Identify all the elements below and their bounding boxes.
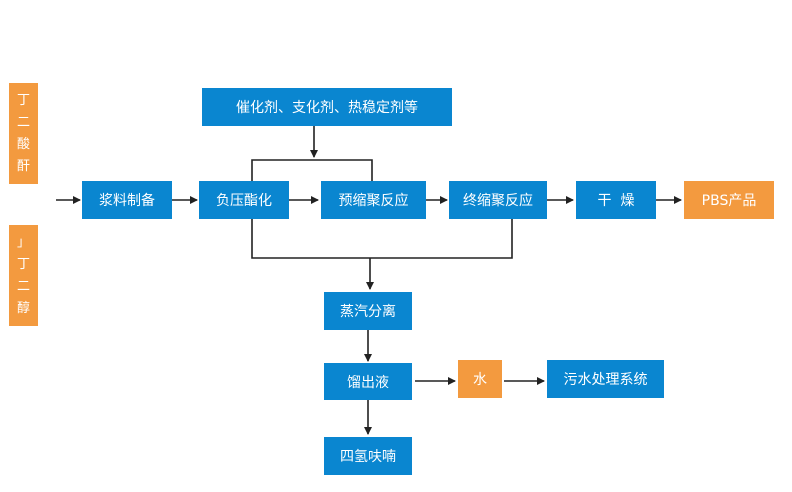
precondensation-box: 预缩聚反应 [321, 181, 426, 219]
vapor-separation-box: 蒸汽分离 [324, 292, 412, 330]
additives-box: 催化剂、支化剂、热稳定剂等 [202, 88, 452, 126]
input-bottom-char-3: 二 [16, 279, 30, 295]
input-bottom-char-4: 醇 [16, 301, 30, 317]
drying-box: 干 燥 [576, 181, 656, 219]
input-top-char-3: 酸 [16, 137, 30, 153]
final-condensation-box: 终缩聚反应 [449, 181, 547, 219]
wastewater-system-box: 污水处理系统 [547, 360, 664, 398]
thf-box: 四氢呋喃 [324, 437, 412, 475]
input-bottom-char-1: 」 [16, 234, 30, 250]
input-material-top: 丁 二 酸 酐 [9, 83, 38, 184]
input-top-char-1: 丁 [16, 92, 30, 108]
distillate-box: 馏出液 [324, 363, 412, 400]
slurry-prep-box: 浆料制备 [82, 181, 172, 219]
esterification-box: 负压酯化 [199, 181, 289, 219]
input-top-char-4: 酐 [16, 159, 30, 175]
input-top-char-2: 二 [16, 114, 30, 130]
input-material-bottom: 」 丁 二 醇 [9, 225, 38, 326]
additives-bracket [251, 159, 373, 181]
vapor-collector-bracket [251, 219, 513, 259]
water-box: 水 [458, 360, 502, 398]
input-bottom-char-2: 丁 [16, 256, 30, 272]
pbs-product-box: PBS产品 [684, 181, 774, 219]
